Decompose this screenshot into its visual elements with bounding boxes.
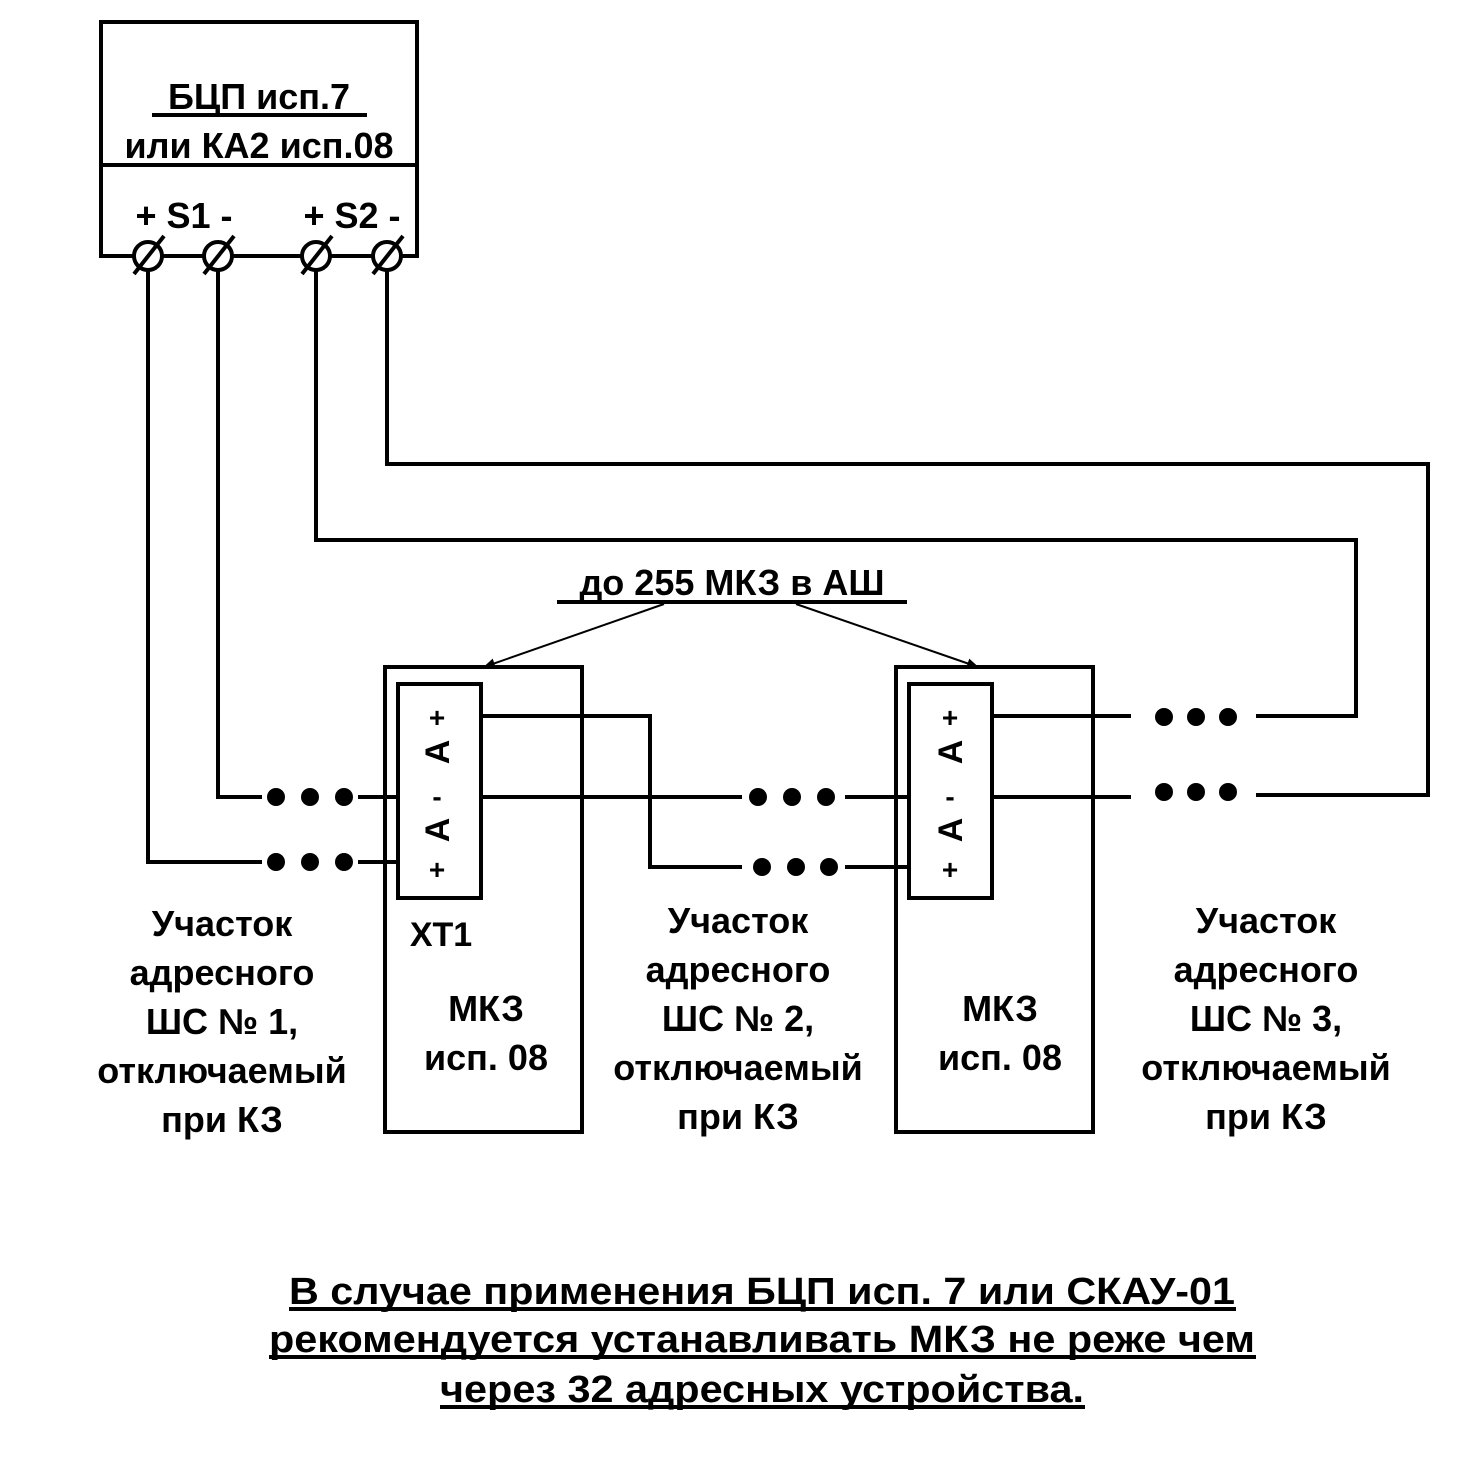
segment-1-line3: ШС № 1,	[146, 1001, 298, 1042]
module-1-name-line2: исп. 08	[424, 1037, 548, 1078]
arrow-to-module-2	[795, 603, 979, 669]
module-2-pin-minus: -	[945, 781, 954, 812]
wire-mod1-plus-out	[456, 714, 742, 869]
module-2-name-line2: исп. 08	[938, 1037, 1062, 1078]
segment-3-line1: Участок	[1196, 900, 1337, 941]
wire-s1-plus	[146, 270, 262, 864]
footnote: В случае применения БЦП исп. 7 или СКАУ-…	[269, 1271, 1256, 1411]
footnote-line3: через 32 адресных устройства.	[440, 1369, 1084, 1411]
module-2: + A - A + МКЗ исп. 08	[894, 665, 1095, 1134]
screw-terminal-s1-plus	[132, 234, 166, 276]
footnote-line2: рекомендуется устанавливать МКЗ не реже …	[269, 1319, 1255, 1361]
module-count-annotation: до 255 МКЗ в АШ	[483, 562, 979, 669]
segment-2-line4: отключаемый	[613, 1047, 862, 1088]
module-1-terminal-block	[396, 682, 483, 900]
segment-3-line2: адресного	[1174, 949, 1359, 990]
segment-3-line4: отключаемый	[1141, 1047, 1390, 1088]
module-1: + A - A + ХТ1 МКЗ исп. 08	[383, 665, 584, 1134]
module-1-terminal-label: ХТ1	[410, 916, 472, 954]
screw-terminal-s1-minus	[202, 234, 236, 276]
screw-terminal-s2-minus	[371, 234, 405, 276]
module-2-terminal-block	[907, 682, 994, 900]
dots-seg3-minus	[1155, 783, 1237, 801]
module-1-pin-a-bottom: A	[419, 818, 457, 843]
dots-seg2-minus	[749, 788, 835, 806]
panel-title-line1: БЦП исп.7	[168, 76, 350, 117]
module-2-name-line1: МКЗ	[962, 988, 1038, 1029]
module-2-pin-plus-bottom: +	[942, 854, 958, 885]
module-1-name-line1: МКЗ	[448, 988, 524, 1029]
module-1-frame	[383, 665, 584, 1134]
segment-1-line4: отключаемый	[97, 1050, 346, 1091]
dots-seg2-plus	[753, 858, 838, 876]
segment-2-line2: адресного	[646, 949, 831, 990]
segment-1-line5: при КЗ	[161, 1099, 283, 1140]
terminal-label-s1: + S1 -	[135, 195, 232, 236]
screw-terminal-s2-plus	[300, 234, 334, 276]
segment-3-line5: при КЗ	[1205, 1096, 1327, 1137]
module-1-pin-minus: -	[432, 781, 441, 812]
module-2-pin-a-bottom: A	[932, 818, 970, 843]
module-1-pin-plus-top: +	[429, 702, 445, 733]
panel-frame	[99, 20, 419, 258]
wire-s2-minus	[385, 270, 1430, 797]
panel-title-line2: или КА2 исп.08	[124, 125, 393, 166]
segment-2-label: Участок адресного ШС № 2, отключаемый пр…	[613, 900, 862, 1137]
dots-seg3-plus	[1155, 708, 1237, 726]
segment-1-line2: адресного	[130, 952, 315, 993]
footnote-line1: В случае применения БЦП исп. 7 или СКАУ-…	[289, 1271, 1235, 1313]
wire-s2-plus	[314, 270, 1358, 718]
segment-1-line1: Участок	[152, 903, 293, 944]
module-2-pin-plus-top: +	[942, 702, 958, 733]
segment-3-line3: ШС № 3,	[1190, 998, 1342, 1039]
control-panel: БЦП исп.7 или КА2 исп.08 + S1 - + S2 -	[99, 20, 419, 276]
segment-2-line5: при КЗ	[677, 1096, 799, 1137]
segment-2-line1: Участок	[668, 900, 809, 941]
module-1-pin-a-top: A	[419, 740, 457, 765]
module-2-frame	[894, 665, 1095, 1134]
arrow-to-module-1	[483, 603, 665, 669]
wire-s1-minus	[216, 270, 262, 799]
module-1-pin-plus-bottom: +	[429, 854, 445, 885]
continuation-dots	[267, 708, 1237, 876]
annotation-label: до 255 МКЗ в АШ	[579, 562, 884, 603]
segment-1-label: Участок адресного ШС № 1, отключаемый пр…	[97, 903, 346, 1140]
dots-seg1-plus	[267, 853, 353, 871]
dots-seg1-minus	[267, 788, 353, 806]
terminal-label-s2: + S2 -	[303, 195, 400, 236]
segment-3-label: Участок адресного ШС № 3, отключаемый пр…	[1141, 900, 1390, 1137]
module-2-pin-a-top: A	[932, 740, 970, 765]
segment-2-line3: ШС № 2,	[662, 998, 814, 1039]
